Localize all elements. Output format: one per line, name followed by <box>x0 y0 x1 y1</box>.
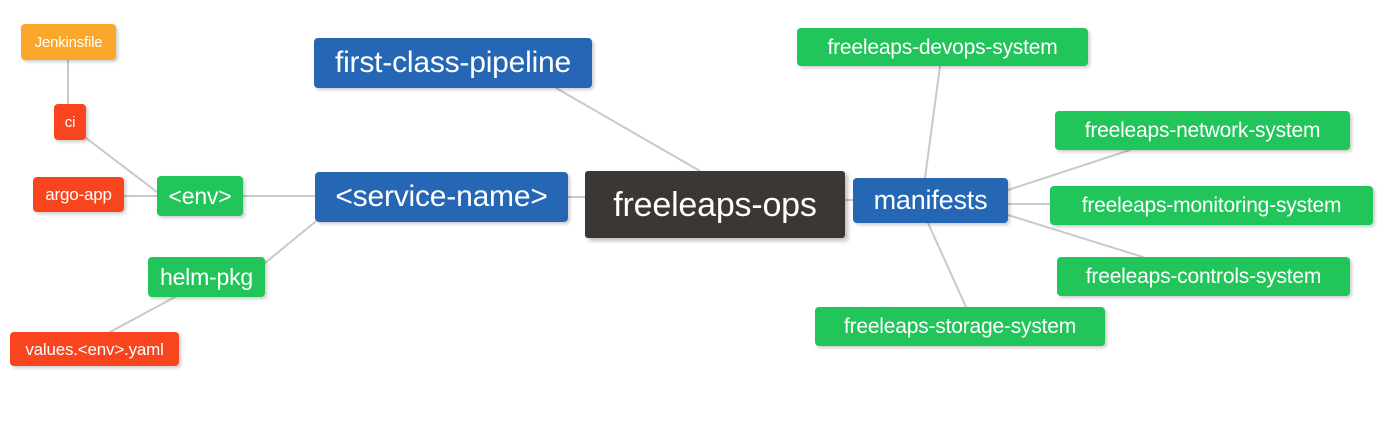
mindmap-node-first-class-pipeline[interactable]: first-class-pipeline <box>314 38 592 88</box>
mindmap-node-helm-pkg[interactable]: helm-pkg <box>148 257 265 297</box>
mindmap-edge <box>264 221 316 264</box>
mindmap-edge <box>109 296 176 333</box>
mindmap-node-values-yaml[interactable]: values.<env>.yaml <box>10 332 179 366</box>
mindmap-node-argo-app[interactable]: argo-app <box>33 177 124 212</box>
mindmap-node-freeleaps-controls-system[interactable]: freeleaps-controls-system <box>1057 257 1350 296</box>
mindmap-edge <box>924 65 941 179</box>
mindmap-node-env[interactable]: <env> <box>157 176 243 216</box>
mindmap-node-freeleaps-ops[interactable]: freeleaps-ops <box>585 171 845 238</box>
mindmap-node-freeleaps-devops-system[interactable]: freeleaps-devops-system <box>797 28 1088 66</box>
mindmap-node-freeleaps-monitoring-system[interactable]: freeleaps-monitoring-system <box>1050 186 1373 225</box>
mindmap-node-manifests[interactable]: manifests <box>853 178 1008 223</box>
mindmap-edge <box>927 222 967 308</box>
mindmap-node-freeleaps-network-system[interactable]: freeleaps-network-system <box>1055 111 1350 150</box>
mindmap-node-service-name[interactable]: <service-name> <box>315 172 568 222</box>
mindmap-node-freeleaps-storage-system[interactable]: freeleaps-storage-system <box>815 307 1105 346</box>
mindmap-edge <box>1007 149 1131 191</box>
mindmap-node-ci[interactable]: ci <box>54 104 86 140</box>
mindmap-edge <box>555 87 701 172</box>
mindmap-node-jenkinsfile[interactable]: Jenkinsfile <box>21 24 116 60</box>
